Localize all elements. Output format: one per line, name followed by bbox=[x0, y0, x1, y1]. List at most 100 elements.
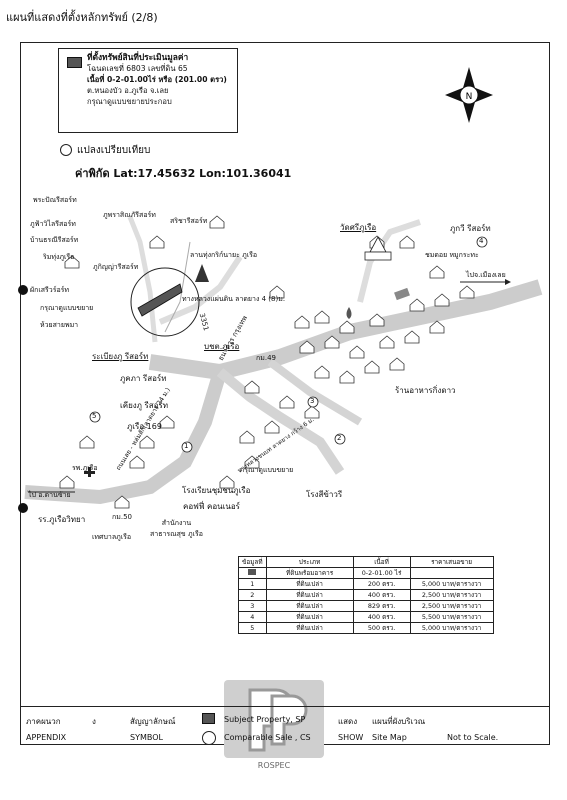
label-huaysai: ห้วยสายพมา bbox=[40, 321, 79, 329]
subject-property-marker bbox=[137, 283, 183, 317]
compass: N bbox=[445, 67, 493, 123]
main-road-loei-lomsak bbox=[24, 369, 227, 505]
logo-text: ROSPEC bbox=[258, 761, 291, 770]
table-header: ประเภท bbox=[265, 556, 354, 568]
table-header: ราคาเสนอขาย bbox=[409, 556, 494, 568]
comparable-markers bbox=[89, 236, 488, 453]
subject-symbol-label: Subject Property, SP bbox=[224, 715, 306, 724]
table-cell: ที่ดินเปล่า bbox=[265, 622, 354, 634]
label-ruesi: กรุณาดูแบบขยาย bbox=[40, 304, 94, 312]
comparable-legend: แปลงเปรียบเทียบ bbox=[60, 143, 150, 158]
route-3351 bbox=[158, 255, 243, 325]
binding-hole bbox=[18, 285, 28, 295]
label-phukha: ภูคภา รีสอร์ท bbox=[120, 374, 167, 383]
gas-station-icon bbox=[346, 307, 352, 319]
marker-3: 3 bbox=[310, 397, 315, 405]
subject-legend: ที่ตั้งทรัพย์สินที่ประเมินมูลค่า โฉนดเลข… bbox=[58, 48, 238, 133]
label-todanfai: ไป อ.ด่านซ้าย bbox=[28, 491, 71, 499]
rospec-logo: ROSPEC bbox=[224, 680, 324, 770]
legend-location: ต.หนองบัว อ.ภูเรือ จ.เลย bbox=[87, 86, 169, 95]
label-restaurant: ร้านอาหารกิ่งดาว bbox=[395, 386, 456, 395]
table-row: ที่ดินพร้อมอาคาร 0-2-01.00 ไร่ bbox=[238, 567, 494, 579]
table-cell: 2 bbox=[238, 589, 267, 601]
houses-cluster bbox=[59, 215, 475, 509]
comparable-table: ข้อมูลที่ ประเภท เนื้อที่ ราคาเสนอขาย ที… bbox=[238, 556, 494, 634]
label-phukiri: ภูกวี รีสอร์ท bbox=[450, 224, 491, 233]
table-cell: 2,500 บาท/ตารางวา bbox=[409, 600, 494, 612]
label-rimphu: ริมทุ่งภูเรือ bbox=[43, 253, 75, 261]
site-map bbox=[24, 215, 543, 509]
map-th: แผนที่ผังบริเวณ bbox=[372, 717, 426, 726]
label-pramnam: พระปัณรีสอร์ท bbox=[33, 196, 77, 204]
table-header: ข้อมูลที่ bbox=[238, 556, 267, 568]
rural-road bbox=[216, 368, 345, 475]
label-kiangphu: เคียงภู รีสอร์ท bbox=[120, 401, 169, 410]
coordinates: ค่าพิกัด Lat:17.45632 Lon:101.36041 bbox=[75, 167, 292, 180]
comparable-symbol-icon bbox=[202, 731, 216, 745]
label-office: สำนักงาน สาธารณสุข ภูเรือ bbox=[150, 519, 203, 538]
label-bochayo: บชต.ภูเรือ bbox=[204, 342, 240, 351]
table-header-row: ข้อมูลที่ ประเภท เนื้อที่ ราคาเสนอขาย bbox=[238, 556, 494, 568]
legend-area: เนื้อที่ 0-2-01.00ไร่ หรือ (201.00 ตรว) bbox=[87, 75, 227, 84]
label-phusuvanna: ภูกิญญ่ารีสอร์ท bbox=[93, 263, 139, 271]
marker-5: 5 bbox=[92, 412, 97, 420]
marker-2: 2 bbox=[337, 434, 342, 442]
label-sarinya: สริชารีสอร์ท bbox=[170, 217, 208, 225]
binding-hole bbox=[18, 503, 28, 513]
legend-deed: โฉนดเลขที่ 6803 เลขที่ดิน 65 bbox=[87, 64, 188, 73]
label-phamasuk: ผักเสรีวร์อร์ท bbox=[30, 286, 70, 294]
compass-north-label: N bbox=[466, 92, 473, 102]
table-cell: ที่ดินเปล่า bbox=[265, 589, 354, 601]
show-en: SHOW bbox=[338, 733, 364, 742]
table-row: 4 ที่ดินเปล่า 400 ตรว. 5,500 บาท/ตารางวา bbox=[238, 611, 494, 623]
table-row: 2 ที่ดินเปล่า 400 ตรว. 2,500 บาท/ตารางวา bbox=[238, 589, 494, 601]
comparable-circle-icon bbox=[60, 144, 72, 156]
side-road bbox=[267, 358, 363, 426]
table-cell: ที่ดินเปล่า bbox=[265, 600, 354, 612]
table-row: 5 ที่ดินเปล่า 500 ตรว. 5,000 บาท/ตารางวา bbox=[238, 622, 494, 634]
label-km50: กม.50 bbox=[112, 513, 132, 521]
page-header: แผนที่แสดงที่ตั้งหลักทรัพย์ (2/8) bbox=[6, 11, 158, 24]
table-cell: 2,500 บาท/ตารางวา bbox=[409, 589, 494, 601]
label-chumchon: ชมดอย หมูกระทะ bbox=[425, 251, 479, 259]
hatch-block bbox=[394, 287, 410, 301]
label-park: ลานทุ่งกริก์นายะ ภูเรือ bbox=[190, 251, 258, 259]
legend-title: ที่ตั้งทรัพย์สินที่ประเมินมูลค่า bbox=[87, 52, 189, 62]
label-school: รร.ภูเรือวิทยา bbox=[38, 515, 86, 524]
marker-1: 1 bbox=[184, 442, 189, 450]
show-th: แสดง bbox=[338, 717, 358, 726]
subject-circle bbox=[130, 267, 200, 337]
table-header: เนื้อที่ bbox=[352, 556, 411, 568]
subject-symbol-icon bbox=[202, 713, 215, 724]
comparable-symbol-label: Comparable Sale , CS bbox=[224, 733, 311, 742]
legend-note: กรุณาดูแบบขยายประกอบ bbox=[87, 97, 172, 106]
label-km49: กม.49 bbox=[256, 354, 276, 362]
symbol-th: สัญญาลักษณ์ bbox=[130, 717, 176, 726]
table-cell: 829 ตรว. bbox=[352, 600, 411, 612]
label-rongsiwath: โรงสีข้าวรี bbox=[306, 490, 343, 499]
temple-road bbox=[357, 219, 421, 303]
table-cell: 1 bbox=[238, 578, 267, 590]
table-cell: 5,500 บาท/ตารางวา bbox=[409, 611, 494, 623]
temple-icon bbox=[364, 236, 392, 261]
table-cell: 0-2-01.00 ไร่ bbox=[352, 567, 411, 579]
label-baanuengchay: บ้านธรณีรีสอร์ท bbox=[30, 236, 79, 244]
footer: ภาคผนวก ง APPENDIX สัญญาลักษณ์ SYMBOL Su… bbox=[20, 706, 550, 747]
table-cell bbox=[409, 567, 494, 579]
table-cell: ที่ดินเปล่า bbox=[265, 578, 354, 590]
map-en: Site Map bbox=[372, 733, 407, 742]
table-cell: 5 bbox=[238, 622, 267, 634]
label-highway: ทางหลวงแผ่นดิน ลาดยาง 4 (8)ม. bbox=[182, 295, 286, 303]
hospital-cross-icon bbox=[84, 467, 95, 477]
table-cell bbox=[238, 567, 267, 579]
table-cell: 400 ตรว. bbox=[352, 611, 411, 623]
table-cell: 500 ตรว. bbox=[352, 622, 411, 634]
subject-swatch bbox=[67, 57, 82, 68]
label-wat: วัดศรีภูเรือ bbox=[340, 223, 377, 232]
label-pailoei: ไปจ.เมืองเลย bbox=[466, 271, 506, 279]
village-road bbox=[127, 216, 158, 343]
comparable-label: แปลงเปรียบเทียบ bbox=[77, 145, 151, 156]
scale-note: Not to Scale. bbox=[447, 733, 499, 742]
label-coffee: คอฟฟี่ คอนเนอร์ bbox=[183, 502, 240, 511]
appendix-th: ภาคผนวก bbox=[26, 717, 61, 726]
